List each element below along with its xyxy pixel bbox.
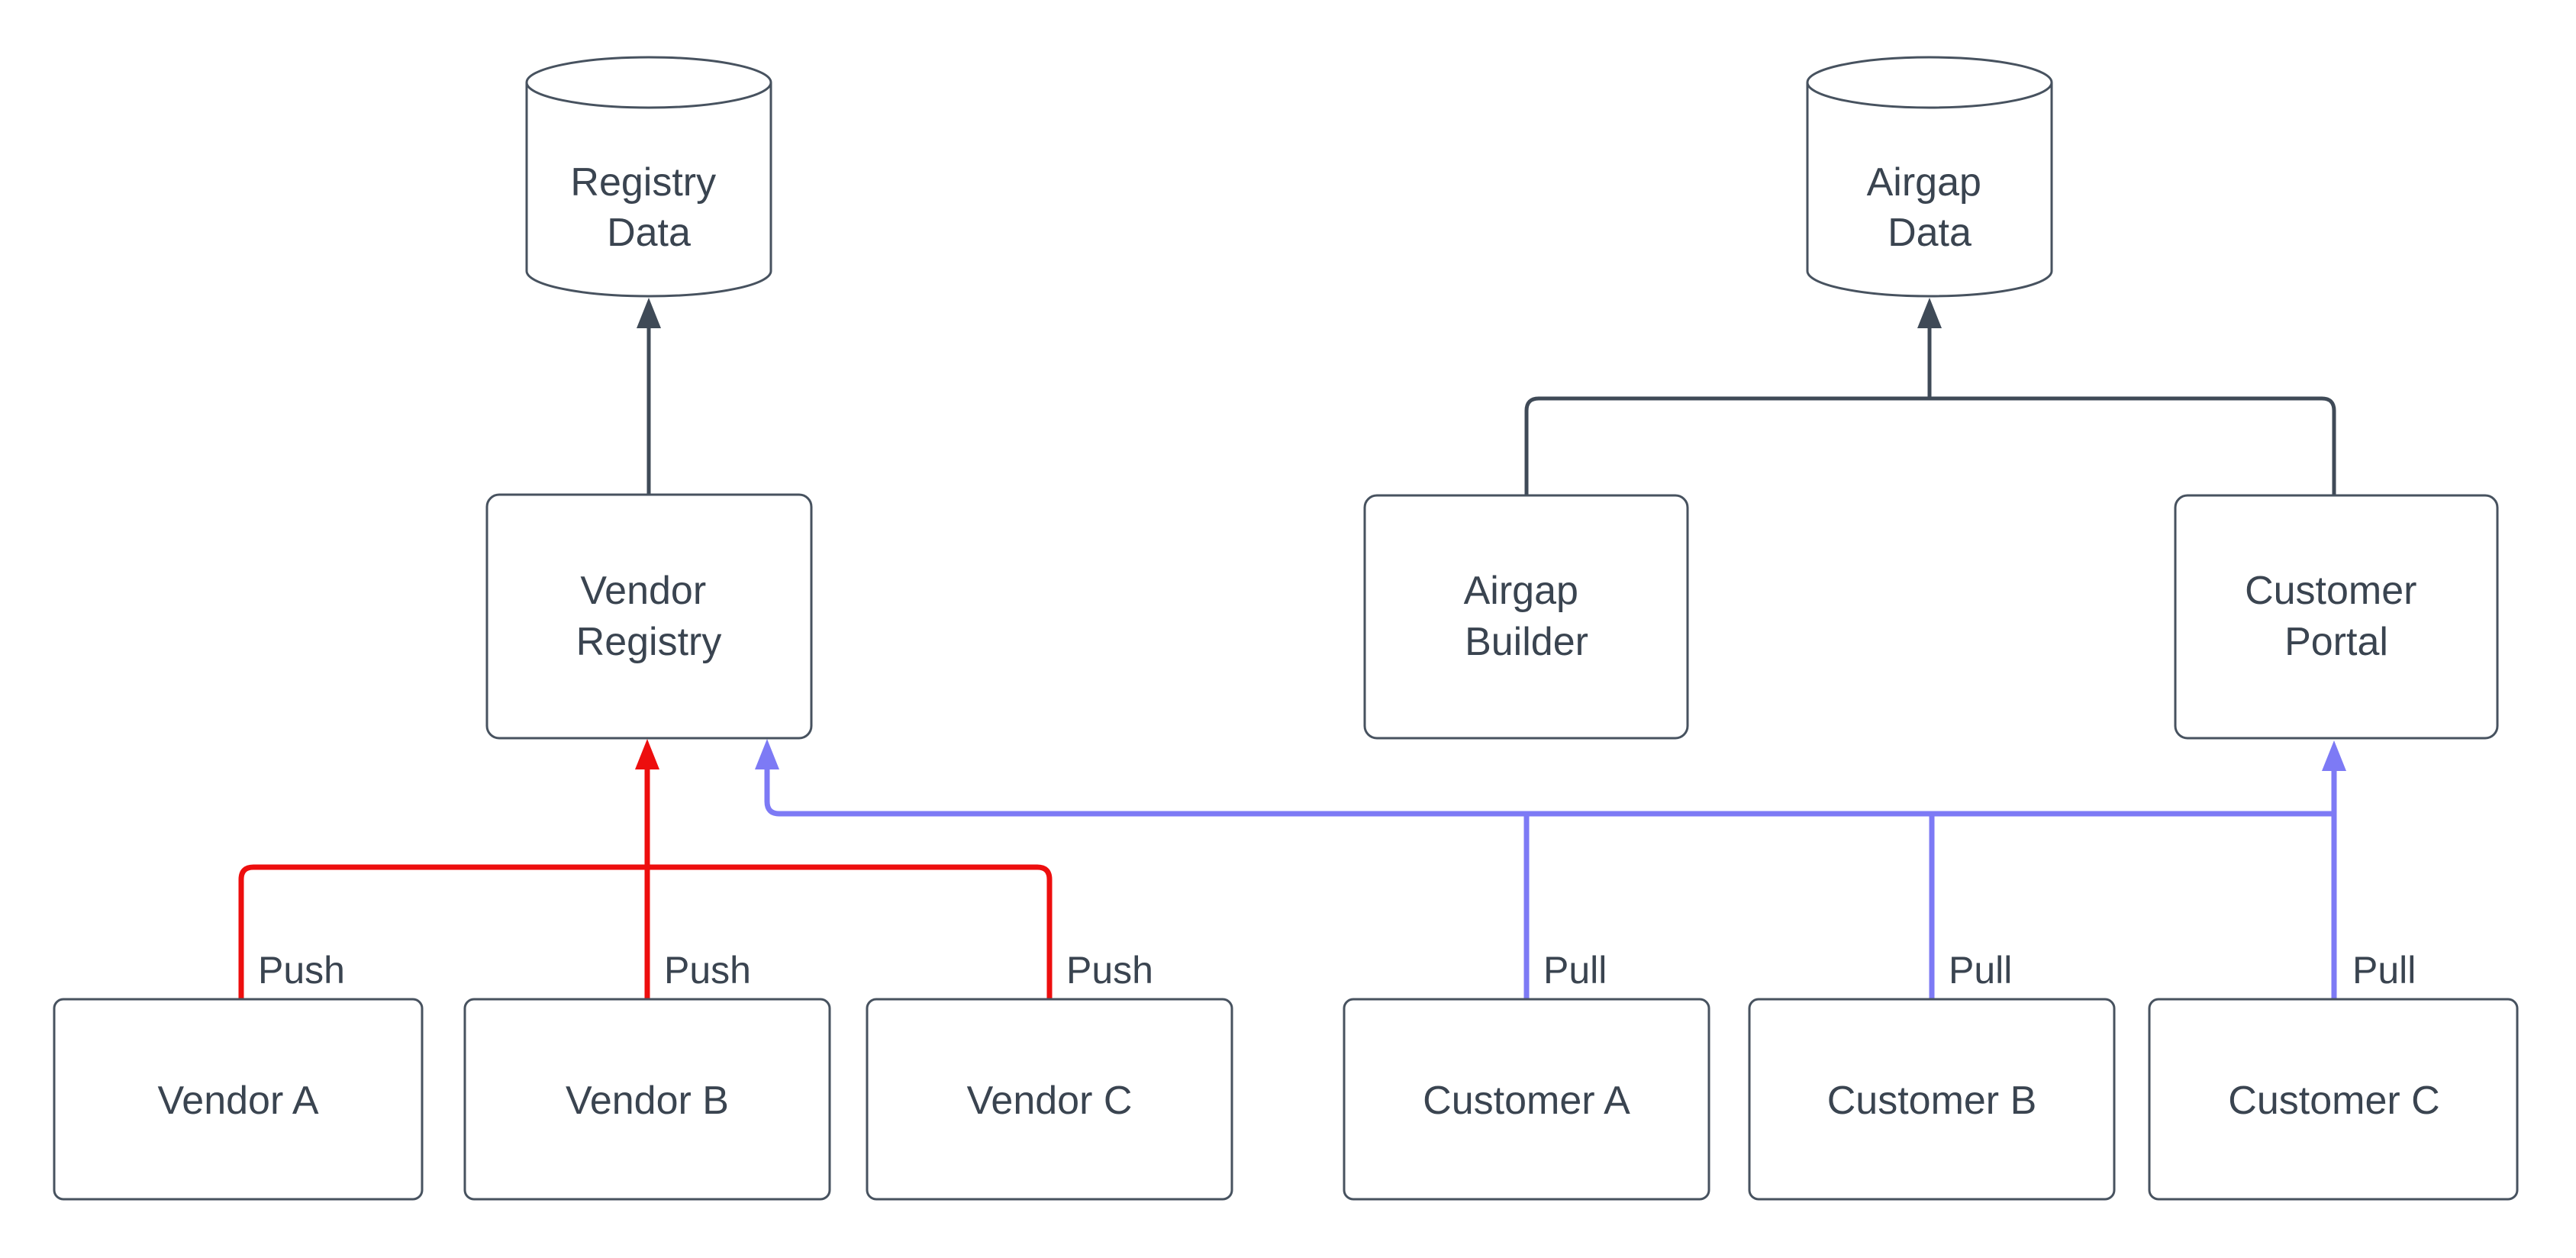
arrowhead-up-icon (637, 298, 661, 328)
cylinder-body (1806, 82, 2053, 298)
pull-edge-network (755, 739, 2346, 999)
customer-a-label: Customer A (1423, 1079, 1630, 1123)
cylinder-top (525, 56, 772, 109)
pull-label-customer-b: Pull (1949, 949, 2012, 992)
node-box (866, 998, 1233, 1201)
arrowhead-up-icon (2322, 740, 2346, 771)
vendor-c-node: Vendor C (866, 998, 1233, 1201)
registry-data-label: Registry Data (570, 160, 727, 255)
vendor-registry-node: Vendor Registry (485, 493, 813, 740)
node-box (463, 998, 831, 1201)
label-line-2: Registry (576, 620, 722, 664)
arrowhead-up-icon (755, 739, 779, 769)
edge-line (1524, 396, 2336, 495)
customer-a-node: Customer A (1343, 998, 1710, 1201)
registry-data-node: Registry Data (525, 56, 772, 298)
node-box (485, 493, 813, 740)
node-box (1343, 998, 1710, 1201)
label-line-2: Builder (1465, 620, 1588, 664)
node-box (2174, 494, 2499, 740)
vendor-b-node: Vendor B (463, 998, 831, 1201)
label-line-1: Airgap (1464, 569, 1578, 613)
cylinder-top (1806, 56, 2053, 109)
label-line-1: Customer (2245, 569, 2416, 613)
customer-c-node: Customer C (2148, 998, 2519, 1201)
customer-portal-label: Customer Portal (2245, 569, 2428, 664)
pull-label-customer-a: Pull (1543, 949, 1607, 992)
node-box (1363, 494, 1689, 740)
edge-builder-portal-to-airgap-data (1524, 298, 2336, 495)
customer-b-label: Customer B (1827, 1079, 2037, 1123)
push-label-vendor-c: Push (1066, 949, 1153, 992)
label-line-2: Portal (2284, 620, 2388, 664)
label-line-2: Data (607, 211, 691, 255)
label-line-1: Vendor (580, 569, 706, 613)
arrowhead-up-icon (1917, 298, 1942, 328)
vendor-b-label: Vendor B (566, 1079, 729, 1123)
node-box (53, 998, 424, 1201)
arrowhead-up-icon (635, 739, 659, 769)
cylinder-body (525, 82, 772, 298)
pull-edge-bus (764, 768, 2334, 817)
node-box (1748, 998, 2116, 1201)
airgap-builder-label: Airgap Builder (1464, 569, 1590, 664)
airgap-data-node: Airgap Data (1806, 56, 2053, 298)
customer-portal-node: Customer Portal (2174, 494, 2499, 740)
label-line-1: Registry (570, 160, 716, 205)
vendor-a-node: Vendor A (53, 998, 424, 1201)
airgap-data-label: Airgap Data (1867, 160, 1993, 255)
vendor-c-label: Vendor C (967, 1079, 1133, 1123)
vendor-registry-label: Vendor Registry (576, 569, 722, 664)
push-edge-network (238, 739, 1053, 999)
pull-label-customer-c: Pull (2352, 949, 2416, 992)
push-label-vendor-b: Push (664, 949, 751, 992)
airgap-builder-node: Airgap Builder (1363, 494, 1689, 740)
node-box (2148, 998, 2519, 1201)
label-line-1: Airgap (1867, 160, 1981, 205)
customer-c-label: Customer C (2228, 1079, 2439, 1123)
vendor-a-label: Vendor A (157, 1079, 318, 1123)
edge-vendor-registry-to-registry-data (637, 298, 661, 495)
customer-b-node: Customer B (1748, 998, 2116, 1201)
label-line-2: Data (1888, 211, 1971, 255)
push-label-vendor-a: Push (258, 949, 345, 992)
